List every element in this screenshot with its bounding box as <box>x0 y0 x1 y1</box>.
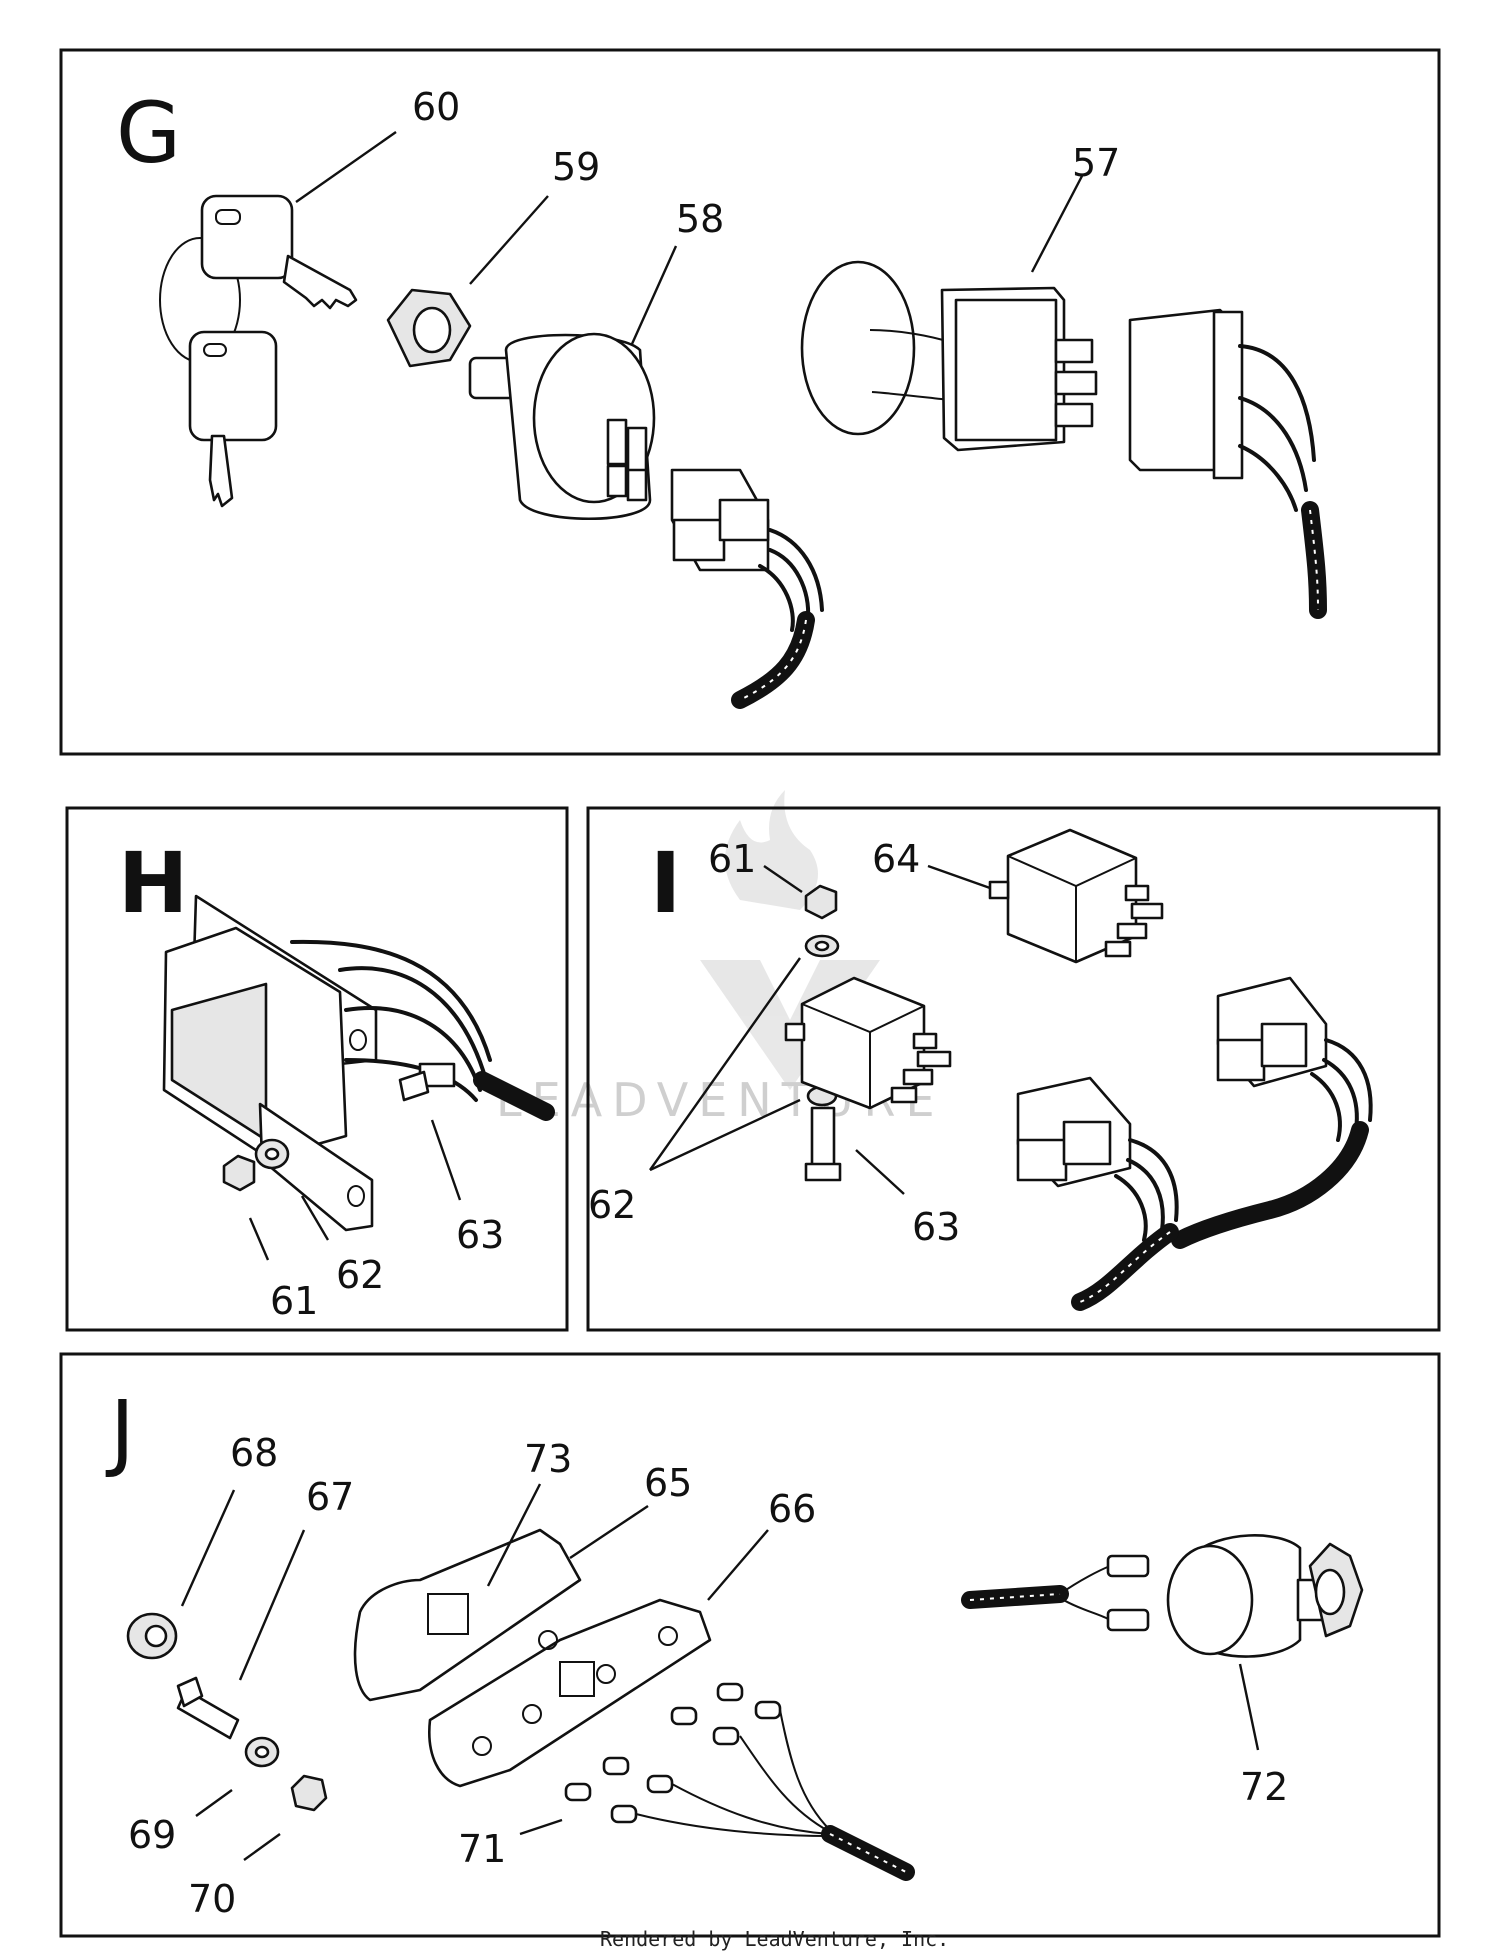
callout-i-63: 63 <box>912 1205 960 1249</box>
leader-68 <box>180 1489 236 1607</box>
panel-h-letter: H <box>118 834 188 932</box>
leader-72 <box>1238 1663 1260 1751</box>
rocker-connector-harness <box>1128 308 1327 619</box>
callout-60: 60 <box>412 85 460 129</box>
panel-i-letter: I <box>650 834 681 932</box>
ignition-switch-72 <box>961 1534 1364 1658</box>
leader-65 <box>569 1505 649 1559</box>
nut-70 <box>290 1774 328 1812</box>
callout-j-71: 71 <box>458 1827 506 1871</box>
rocker-switch <box>800 260 1098 452</box>
callout-j-68: 68 <box>230 1431 278 1475</box>
panel-g-frame <box>59 48 1441 756</box>
leader-60 <box>295 131 397 203</box>
leader-58 <box>630 245 678 345</box>
switch-connector-harness <box>670 468 824 709</box>
leader-62-down <box>649 1098 801 1172</box>
washer-62 <box>254 1138 290 1170</box>
leader-69 <box>195 1789 233 1817</box>
panel-j-frame <box>59 1352 1441 1938</box>
leader-61 <box>248 1217 270 1261</box>
spacer-68 <box>126 1612 178 1660</box>
panel-plate-66 <box>428 1598 712 1788</box>
leader-62-up <box>649 957 801 1171</box>
panel-i: I <box>586 806 1441 1332</box>
relay-64 <box>988 828 1164 964</box>
callout-i-62: 62 <box>588 1183 636 1227</box>
washer-69 <box>244 1736 280 1768</box>
callout-j-66: 66 <box>768 1487 816 1531</box>
bulb-sockets-71 <box>564 1682 915 1881</box>
leader-63 <box>430 1119 462 1201</box>
washer-62-i <box>804 934 840 958</box>
leader-64 <box>927 864 991 890</box>
callout-h-62: 62 <box>336 1253 384 1297</box>
leader-71 <box>519 1818 563 1836</box>
bolt-63-i <box>804 1106 842 1182</box>
callout-j-67: 67 <box>306 1475 354 1519</box>
callout-j-72: 72 <box>1240 1765 1288 1809</box>
leader-70 <box>243 1833 281 1861</box>
callout-i-61: 61 <box>708 837 756 881</box>
hex-nut <box>386 288 472 368</box>
leader-i-61 <box>763 865 803 893</box>
panel-j: J <box>59 1352 1441 1938</box>
leader-66 <box>707 1529 769 1601</box>
bolt-67 <box>176 1676 240 1740</box>
callout-57: 57 <box>1072 141 1120 185</box>
panel-g: G <box>59 48 1441 756</box>
panel-j-letter: J <box>105 1382 135 1480</box>
leader-62 <box>300 1195 330 1241</box>
callout-h-61: 61 <box>270 1279 318 1323</box>
leader-57 <box>1030 175 1084 273</box>
nut-61 <box>222 1154 256 1192</box>
nut-61-i <box>804 884 838 920</box>
callout-i-64: 64 <box>872 837 920 881</box>
callout-58: 58 <box>676 197 724 241</box>
leader-73 <box>486 1483 542 1587</box>
relay-lower <box>784 976 952 1110</box>
footer-credit: Rendered by LeadVenture, Inc. <box>600 1927 949 1951</box>
panel-h-frame <box>65 806 569 1332</box>
bolt-63 <box>398 1062 456 1102</box>
panel-g-letter: G <box>116 84 181 182</box>
callout-j-73: 73 <box>524 1437 572 1481</box>
leader-59 <box>469 195 549 285</box>
leader-i-63 <box>855 1149 905 1195</box>
key-set <box>159 194 358 508</box>
gasket-73 <box>353 1528 582 1702</box>
callout-h-63: 63 <box>456 1213 504 1257</box>
regulator-module <box>162 894 555 1232</box>
callout-59: 59 <box>552 145 600 189</box>
panel-i-frame <box>586 806 1441 1332</box>
relay-harness <box>1016 976 1373 1311</box>
ignition-switch <box>468 332 656 521</box>
callout-j-70: 70 <box>188 1877 236 1921</box>
callout-j-65: 65 <box>644 1461 692 1505</box>
callout-j-69: 69 <box>128 1813 176 1857</box>
panel-h: H 63 62 61 <box>65 806 569 1332</box>
leader-67 <box>238 1529 306 1681</box>
